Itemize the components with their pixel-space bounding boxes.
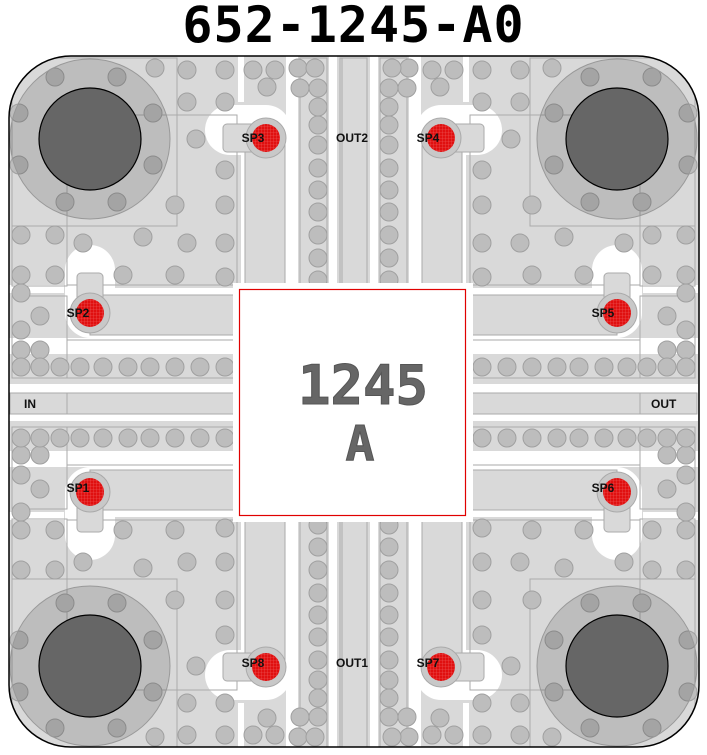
chip-revision: A <box>346 416 375 472</box>
test-point-sp2[interactable]: SP2 <box>67 306 90 320</box>
chip-footprint[interactable] <box>238 288 467 517</box>
board-outline <box>8 55 700 748</box>
test-point-sp5[interactable]: SP5 <box>592 306 615 320</box>
test-point-sp8[interactable]: SP8 <box>242 656 265 670</box>
test-point-sp4[interactable]: SP4 <box>417 131 440 145</box>
board-title: 652-1245-A0 <box>182 0 525 54</box>
test-point-sp6[interactable]: SP6 <box>592 481 615 495</box>
test-point-sp3[interactable]: SP3 <box>242 131 265 145</box>
port-label-out: OUT <box>651 397 677 411</box>
port-label-out2: OUT2 <box>336 131 368 145</box>
port-label-in: IN <box>24 397 36 411</box>
test-point-sp1[interactable]: SP1 <box>67 481 90 495</box>
chip-part-number: 1245 <box>298 354 428 417</box>
port-label-out1: OUT1 <box>336 656 368 670</box>
test-point-sp7[interactable]: SP7 <box>417 656 440 670</box>
